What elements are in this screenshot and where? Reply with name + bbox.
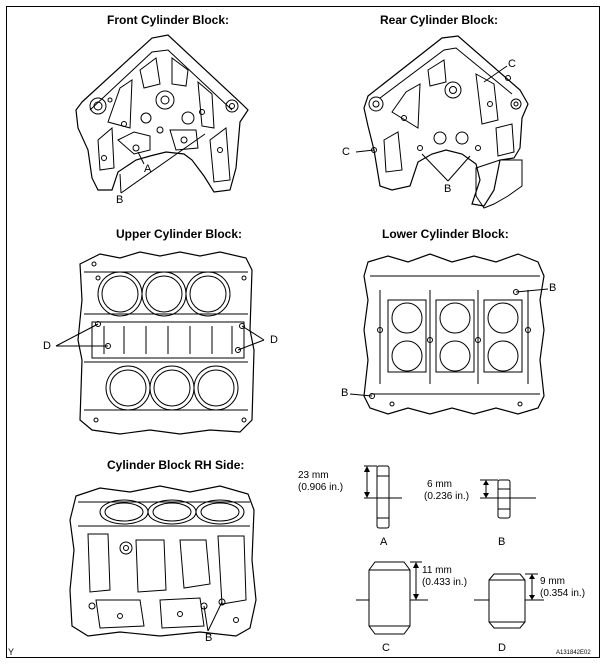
callout-b-rh-side: B [205, 632, 213, 644]
pin-c-dimension: 11 mm (0.433 in.) [422, 565, 467, 589]
rear-cylinder-block-drawing [355, 35, 529, 209]
pin-d-mm: 9 mm [540, 576, 565, 587]
callout-d-upper-right: D [270, 334, 278, 346]
pin-d-label: D [498, 642, 506, 654]
pin-b-drawing [480, 479, 536, 519]
callout-b-rear: B [444, 183, 452, 195]
pin-c-label: C [382, 642, 390, 654]
corner-mark: Y [8, 647, 15, 657]
callout-b-lower-left: B [341, 387, 349, 399]
front-cylinder-block-drawing [75, 34, 249, 194]
title-rear-cylinder-block: Rear Cylinder Block: [380, 13, 499, 27]
callout-c-rear-left: C [342, 146, 350, 158]
callout-d-upper-left: D [43, 340, 51, 352]
pin-b-inch: (0.236 in.) [424, 491, 470, 502]
pin-a-mm: 23 mm [298, 470, 329, 481]
callout-c-rear-top: C [508, 58, 516, 70]
pin-b-label: B [498, 536, 506, 548]
pin-a-inch: (0.906 in.) [298, 482, 344, 493]
figure-frame [6, 6, 600, 658]
callout-b-front: B [116, 194, 124, 206]
callout-a-front: A [144, 163, 152, 175]
pin-a-dimension: 23 mm (0.906 in.) [298, 470, 343, 494]
pin-c-drawing [356, 561, 428, 635]
pin-a-label: A [380, 536, 388, 548]
pin-c-inch: (0.433 in.) [422, 577, 468, 588]
upper-cylinder-block-drawing [55, 251, 265, 435]
dimension-arrowheads [364, 466, 535, 600]
title-front-cylinder-block: Front Cylinder Block: [107, 13, 230, 27]
title-lower-cylinder-block: Lower Cylinder Block: [382, 227, 509, 241]
callout-b-lower-right: B [549, 282, 557, 294]
pin-a-drawing [364, 465, 402, 529]
figure-code: A131842E02 [556, 650, 591, 656]
pin-c-mm: 11 mm [422, 565, 452, 576]
pin-b-dimension: 6 mm (0.236 in.) [424, 479, 469, 503]
pin-b-mm: 6 mm [427, 479, 452, 490]
title-upper-cylinder-block: Upper Cylinder Block: [116, 227, 243, 241]
pin-d-inch: (0.354 in.) [540, 588, 586, 599]
title-cylinder-block-rh-side: Cylinder Block RH Side: [107, 458, 245, 472]
lower-cylinder-block-drawing [349, 253, 549, 415]
pin-d-dimension: 9 mm (0.354 in.) [540, 576, 585, 600]
pin-d-drawing [474, 573, 544, 629]
rh-side-drawing [69, 485, 257, 637]
